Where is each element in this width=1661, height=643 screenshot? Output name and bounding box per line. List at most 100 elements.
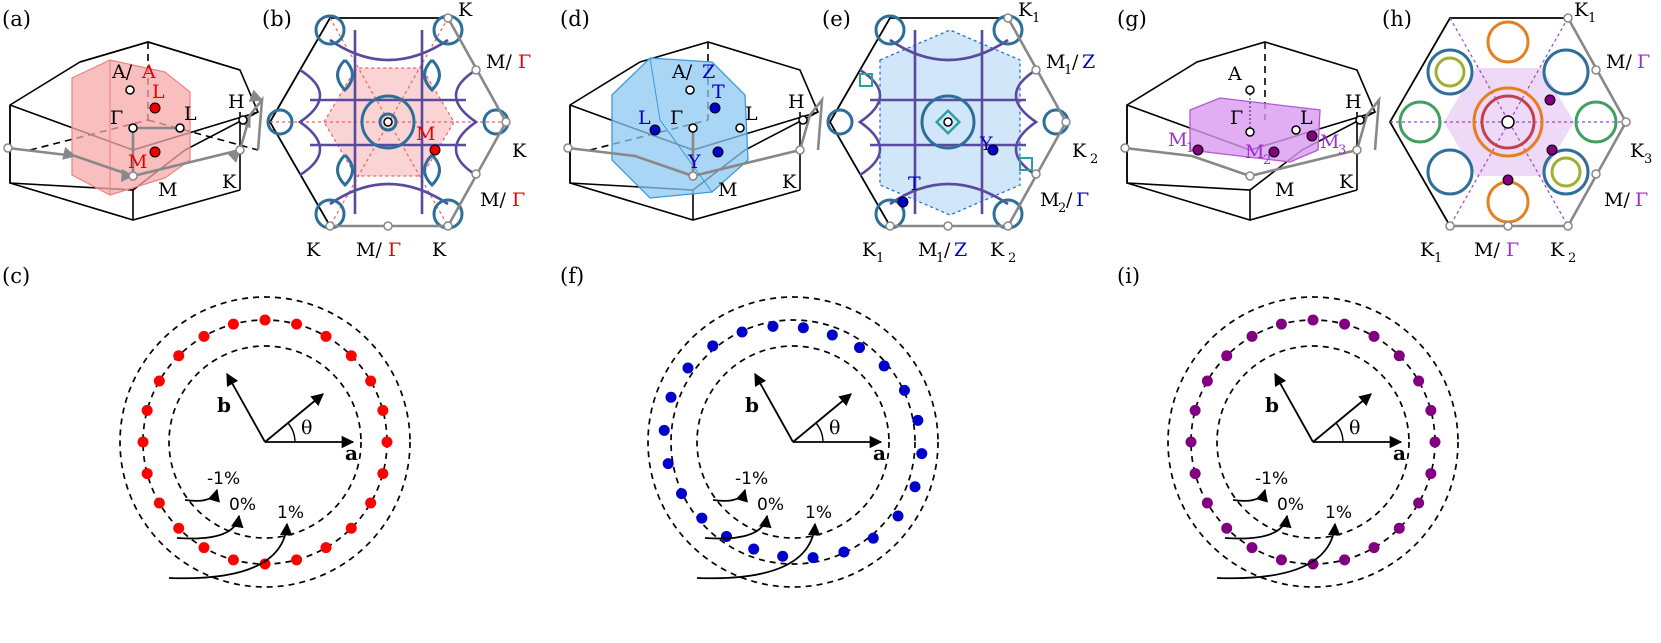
label-K1-bottom-sub: 1 [876,251,884,266]
strain-point [141,468,153,480]
strain-point [173,522,185,534]
strain-point [898,384,910,396]
strain-point [291,318,303,330]
strain-pointer [1224,514,1292,540]
strain-point [707,340,719,352]
panel-label-f: (f) [560,264,584,288]
label-K1-top: K [1018,0,1033,21]
strain-point [345,350,357,362]
strain-point [916,448,928,460]
strain-ring-2 [647,296,939,588]
panel-label-b: (b) [262,7,292,31]
label-slash-2: / [1066,189,1073,211]
label-K2-bottom: K [1550,239,1565,261]
label-M2-sub: 2 [1263,153,1271,168]
label-L: L [184,103,197,125]
strain-point [1185,436,1197,448]
strain-point [854,342,866,354]
strain-point [1201,375,1213,387]
panel-g-brillouin-zone: A Γ L H M 1 M 2 M 3 M K [1120,41,1381,221]
strain-point [137,436,149,448]
label-Gamma-purple-3: Γ [1506,239,1519,261]
label-slash-3: / [944,239,951,261]
label-Z-right: Z [1082,51,1095,73]
label-L-blue: L [638,107,651,129]
label-L-red: L [152,81,165,103]
label-Gamma-red-2: Γ [512,189,525,211]
label-M-slash-3: M/ [1474,239,1500,261]
strain-label: 0% [1277,495,1304,515]
panel-label-c: (c) [2,264,30,288]
label-a: a [1393,441,1406,465]
label-K2: K [1072,140,1087,162]
strain-label: -1% [207,469,240,489]
strain-label: -1% [735,469,768,489]
strain-ring-0 [168,345,362,539]
panel-label-h: (h) [1382,7,1412,31]
strain-point [912,414,924,426]
strain-point [909,481,921,493]
label-H: H [788,91,805,113]
label-Y: Y [687,151,701,173]
strain-pointer [696,522,821,580]
strain-label: 0% [757,495,784,515]
label-L: L [1300,107,1313,129]
label-Y-blue: Y [979,133,993,155]
label-K1-top: K [1574,0,1589,21]
strain-point [867,532,879,544]
strain-point [227,318,239,330]
strain-point [1413,375,1425,387]
strain-point [797,322,809,334]
label-K1-top-sub: 1 [1032,11,1040,26]
strain-point [662,458,674,470]
strain-ring-0 [1216,345,1410,539]
label-K-bottom-left: K [306,239,321,261]
strain-point [1429,436,1441,448]
strain-point [1275,318,1287,330]
label-M-red: M [416,123,435,145]
label-Gamma: Γ [110,107,123,129]
strain-point [1413,497,1425,509]
label-K1-top-sub: 1 [1588,11,1596,26]
label-K1-bottom-sub: 1 [1434,251,1442,266]
strain-point [1307,558,1319,570]
label-Z-bottom: Z [954,239,967,261]
strain-point [1275,554,1287,566]
panel-a-brillouin-zone: A/ A L Γ L H M M K [3,41,264,221]
label-H: H [1345,91,1362,113]
label-A: A/ [111,61,133,83]
label-K-top: K [458,0,473,21]
strain-pointer [712,488,748,503]
strain-pointer [176,514,244,540]
panel-label-d: (d) [560,7,590,31]
label-Gamma-blue: Γ [1076,189,1089,211]
strain-point [767,320,779,332]
label-M1-bottom-sub: 1 [936,251,944,266]
label-b: b [745,393,759,417]
label-M1: M [1168,129,1187,151]
vector-b-arrow [754,372,794,443]
theta-arc [287,422,296,443]
label-theta: θ [301,417,312,439]
panel-label-a: (a) [2,7,31,31]
strain-point [227,554,239,566]
strain-point [1393,522,1405,534]
panel-h-fermi-surface: K 1 M/ Γ K 3 M/ Γ K 1 M/ Γ K 2 [1388,0,1652,266]
label-Gamma-red: Γ [518,51,531,73]
strain-point [1368,542,1380,554]
strain-point [1307,314,1319,326]
label-M1-bottom: M [918,239,937,261]
strain-point [1368,330,1380,342]
strain-pointer [168,522,293,580]
strain-point [748,543,760,555]
label-slash: / [1072,51,1079,73]
strain-point [665,391,677,403]
strain-label: 1% [277,503,304,523]
strain-pointer [1232,488,1268,503]
strain-point [720,530,732,542]
theta-arc [1335,422,1344,443]
strain-pointer [1216,522,1341,580]
panel-label-i: (i) [1117,264,1140,288]
strain-point [892,510,904,522]
label-b: b [217,393,231,417]
